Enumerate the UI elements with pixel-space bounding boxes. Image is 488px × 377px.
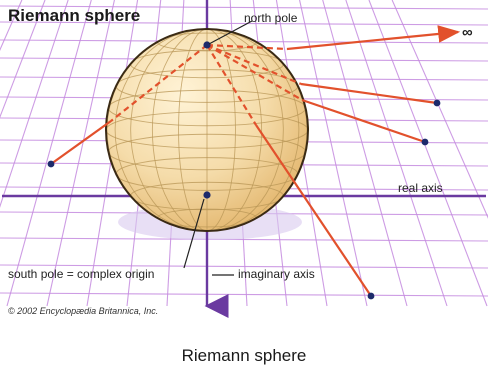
grid-line-vertical <box>46 0 115 307</box>
projection-line-inside-sphere <box>206 44 257 126</box>
sphere-longitude-line <box>151 29 263 231</box>
projection-line-to-plane <box>50 120 112 165</box>
projection-line-to-plane <box>286 25 461 51</box>
grid-line-horizontal <box>0 292 488 297</box>
sphere-longitude-line <box>130 29 284 231</box>
south-pole-point <box>203 191 211 199</box>
grid-line-vertical <box>322 0 408 307</box>
infinity-label: ∞ <box>462 24 473 41</box>
projection-line-inside-sphere <box>206 43 302 86</box>
projection-line-inside-sphere <box>206 43 288 51</box>
riemann-sphere <box>105 28 309 232</box>
sphere-longitude-line <box>114 29 300 231</box>
projection-line-inside-sphere <box>206 44 303 101</box>
grid-line-vertical <box>0 0 69 208</box>
projection-line-inside-sphere <box>110 44 208 122</box>
plane-point <box>367 292 375 300</box>
grid-line-vertical <box>299 0 368 307</box>
grid-line-vertical <box>391 0 488 219</box>
grid-line-horizontal <box>0 237 488 242</box>
plane-point <box>421 138 429 146</box>
plane-point <box>47 160 55 168</box>
projection-line-to-plane <box>255 124 372 297</box>
imaginary-axis-label: imaginary axis <box>238 267 315 281</box>
south-pole-label: south pole = complex origin <box>8 267 155 281</box>
copyright-notice: © 2002 Encyclopædia Britannica, Inc. <box>8 306 159 316</box>
projection-line-to-plane <box>300 82 438 105</box>
sphere-longitude-line <box>106 29 308 231</box>
figure-caption: Riemann sphere <box>181 346 307 365</box>
grid-line-horizontal <box>0 5 488 10</box>
north-pole-point <box>203 41 211 49</box>
projection-line-to-plane <box>301 98 426 144</box>
south-pole-leader <box>183 198 205 269</box>
grid-line-vertical <box>0 0 23 51</box>
grid-line-vertical <box>0 0 46 119</box>
grid-line-vertical <box>345 0 448 307</box>
plane-point <box>433 99 441 107</box>
sphere-outline <box>105 28 309 232</box>
north-pole-leader <box>208 20 253 45</box>
real-axis-label: real axis <box>398 181 443 195</box>
sphere-longitude-line <box>178 29 236 231</box>
grid-line-vertical <box>368 0 488 307</box>
north-pole-label: north pole <box>244 11 298 25</box>
stereographic-projections <box>47 25 461 300</box>
grid-line-horizontal <box>0 264 488 269</box>
grid-line-vertical <box>6 0 92 307</box>
figure-title: Riemann sphere <box>8 6 141 25</box>
grid-line-horizontal <box>0 21 488 26</box>
